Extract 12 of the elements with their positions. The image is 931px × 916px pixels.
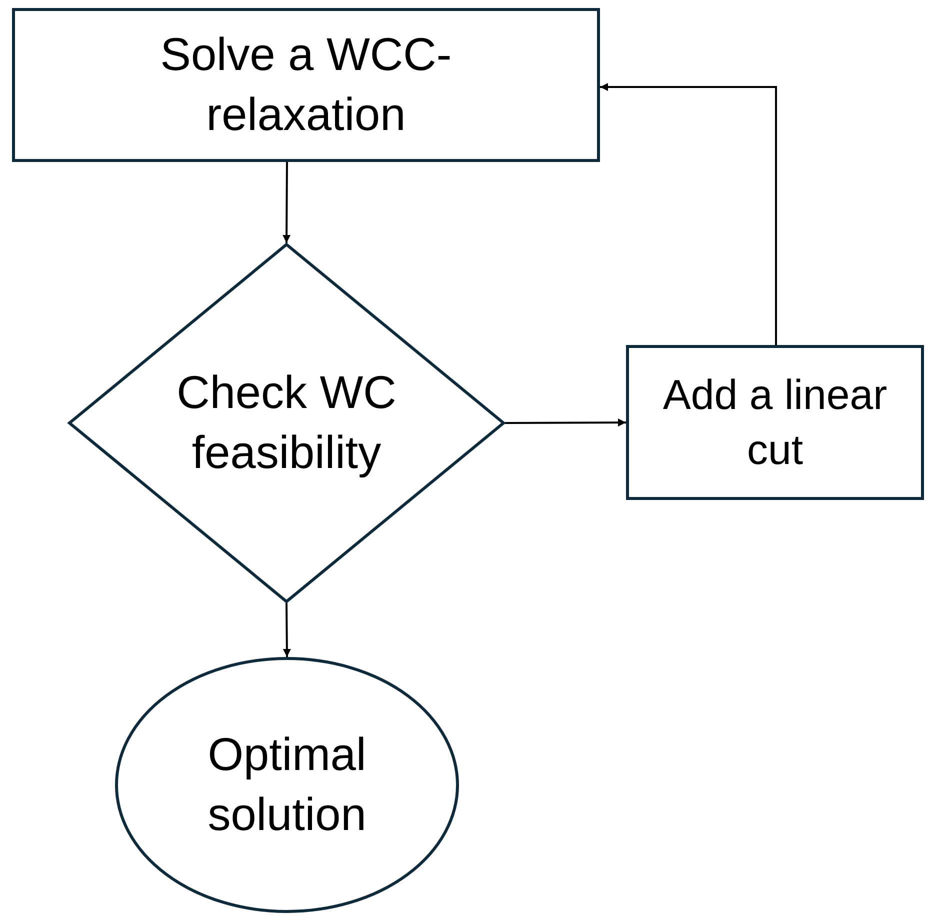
- decision-diamond: [68, 243, 505, 603]
- terminal-ellipse: [115, 657, 459, 913]
- arrow: [505, 418, 626, 427]
- node-label: Add a linear cut: [662, 370, 888, 474]
- node-label: Solve a WCC-relaxation: [159, 27, 453, 142]
- process-box: [12, 8, 600, 162]
- arrow: [282, 162, 291, 243]
- process-box: [626, 345, 924, 500]
- node-label: Optimal solution: [206, 727, 368, 842]
- arrow: [600, 83, 777, 345]
- node-label: Check WC feasibility: [176, 365, 398, 480]
- arrow: [282, 602, 291, 658]
